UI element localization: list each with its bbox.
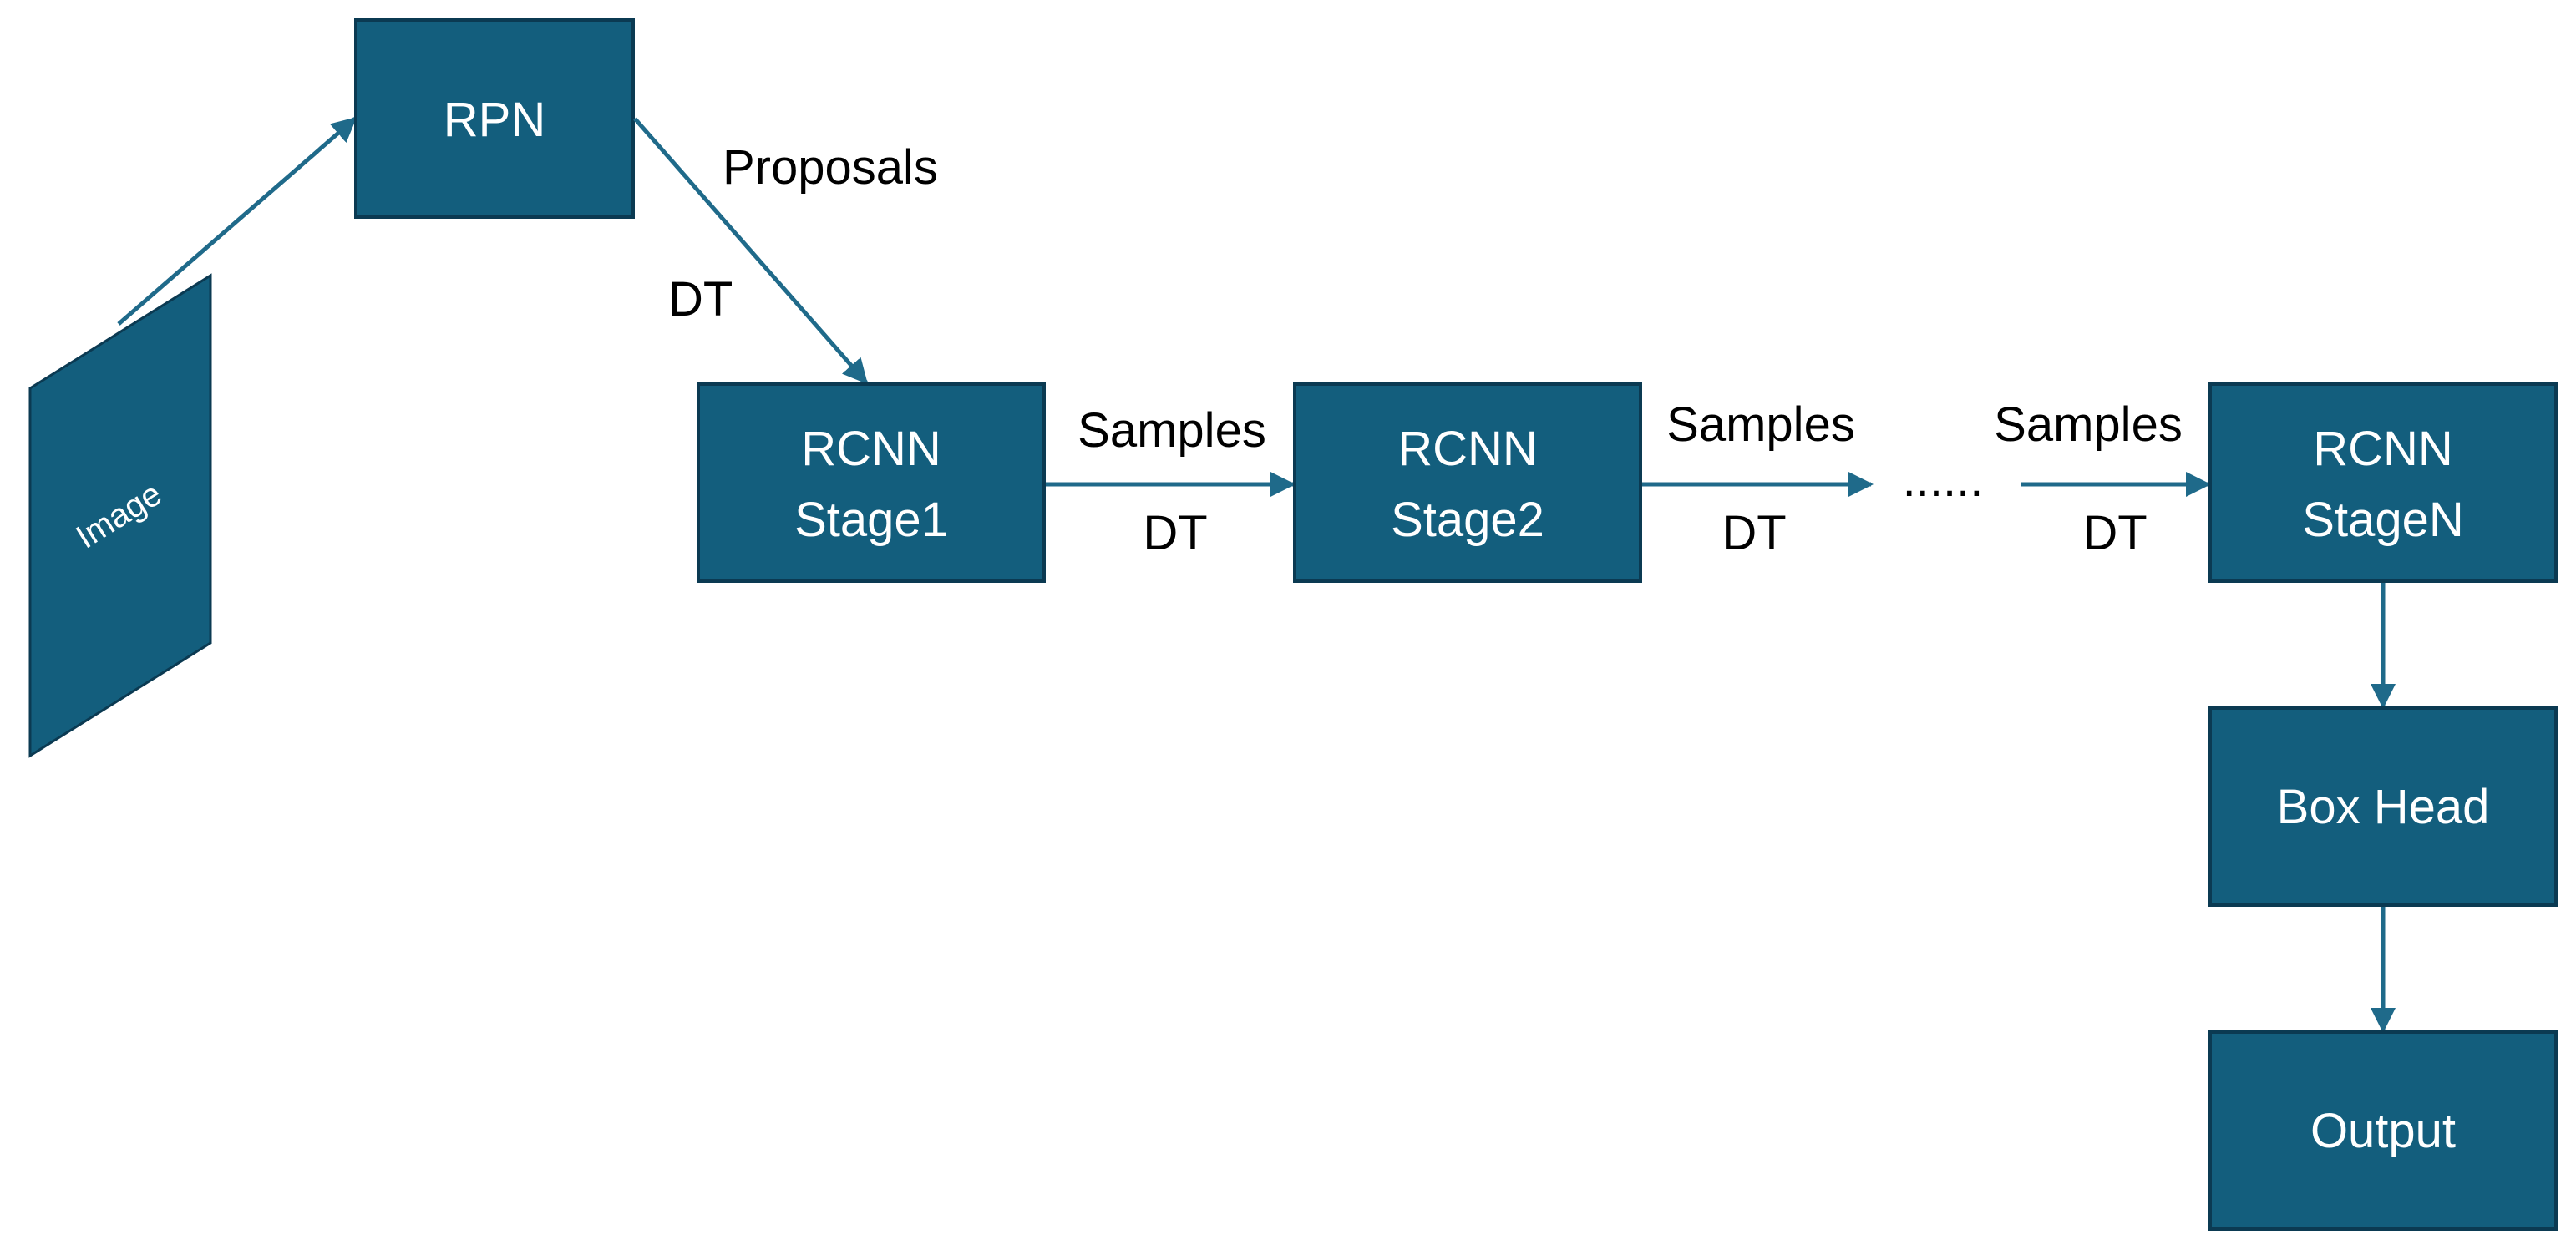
stage1-label-line1: RCNN <box>801 422 941 476</box>
stageN-label-line1: RCNN <box>2313 422 2453 476</box>
rpn-label: RPN <box>444 93 545 147</box>
stage-ellipsis: ...... <box>1903 453 1984 507</box>
stage1-label-line2: Stage1 <box>794 493 948 547</box>
stageN-label-line2: StageN <box>2302 493 2463 547</box>
stage2-dt-label: DT <box>1722 506 1786 560</box>
box-head-label: Box Head <box>2277 780 2490 834</box>
arrow-rpn-to-stage1 <box>633 117 868 385</box>
box-head-box: Box Head <box>2208 706 2558 907</box>
image-input: Image <box>28 273 212 758</box>
stage1-samples-label: Samples <box>1078 403 1266 458</box>
stage2-samples-label: Samples <box>1666 397 1855 452</box>
rcnn-stageN-box: RCNN StageN <box>2208 382 2558 583</box>
rpn-box: RPN <box>354 18 635 219</box>
output-box: Output <box>2208 1030 2558 1231</box>
output-label: Output <box>2310 1104 2456 1158</box>
arrow-image-to-rpn <box>117 117 357 326</box>
stage1-dt-label: DT <box>1143 506 1207 560</box>
rpn-dt-label: DT <box>668 272 733 326</box>
rcnn-stage1-box: RCNN Stage1 <box>697 382 1046 583</box>
stageN-dt-label: DT <box>2082 506 2147 560</box>
proposals-label: Proposals <box>723 140 938 195</box>
rcnn-stage2-box: RCNN Stage2 <box>1293 382 1642 583</box>
stage2-label-line2: Stage2 <box>1391 493 1544 547</box>
stage2-label-line1: RCNN <box>1397 422 1538 476</box>
stageN-samples-label: Samples <box>1994 397 2183 452</box>
